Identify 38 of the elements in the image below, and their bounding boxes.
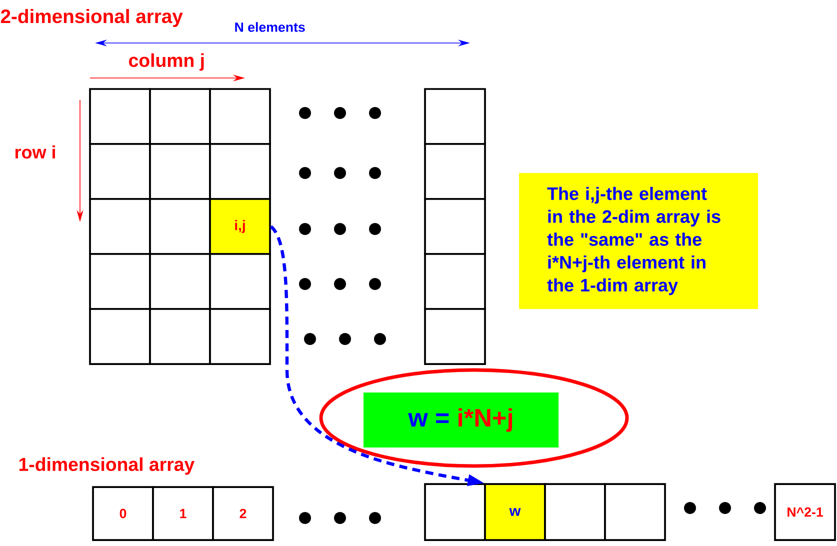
text-label: row i bbox=[15, 145, 55, 159]
array-cell bbox=[604, 483, 666, 541]
array-cell bbox=[209, 253, 271, 310]
array-cell bbox=[149, 88, 211, 145]
array-cell bbox=[89, 88, 151, 145]
array-cell bbox=[149, 143, 211, 200]
text-label: N elements bbox=[235, 22, 305, 32]
formula-box: w = i*N+j bbox=[364, 392, 558, 448]
array-cell: i,j bbox=[209, 198, 271, 255]
array-cell: N^2-1 bbox=[774, 483, 836, 541]
array-cell bbox=[209, 88, 271, 145]
array-cell bbox=[89, 308, 151, 365]
array-cell bbox=[209, 143, 271, 200]
note-box: The i,j-the element in the 2-dim array is the "same" as the i*N+j-th element in the 1-dim array bbox=[519, 173, 758, 309]
array-cell bbox=[89, 198, 151, 255]
array-cell bbox=[149, 253, 211, 310]
array-cell bbox=[424, 308, 486, 365]
array-cell bbox=[424, 198, 486, 255]
array-cell bbox=[149, 198, 211, 255]
array-cell bbox=[89, 253, 151, 310]
highlight-ellipse bbox=[319, 368, 629, 468]
array-cell bbox=[424, 483, 486, 541]
array-cell bbox=[424, 253, 486, 310]
text-label: column j bbox=[129, 53, 204, 71]
array-cell: w bbox=[484, 483, 546, 541]
array-cell bbox=[544, 483, 606, 541]
array-cell bbox=[149, 308, 211, 365]
array-cell bbox=[89, 143, 151, 200]
dashed-arrow bbox=[467, 474, 484, 486]
text-label: 1-dimensional array bbox=[19, 457, 195, 475]
dashed-arrow bbox=[270, 225, 484, 486]
text-label: 2-dimensional array bbox=[0, 9, 183, 28]
array-cell: 2 bbox=[212, 486, 274, 541]
array-cell bbox=[424, 88, 486, 145]
array-cell bbox=[209, 308, 271, 365]
array-cell: 1 bbox=[152, 486, 214, 541]
array-cell bbox=[424, 143, 486, 200]
array-cell: 0 bbox=[92, 486, 154, 541]
